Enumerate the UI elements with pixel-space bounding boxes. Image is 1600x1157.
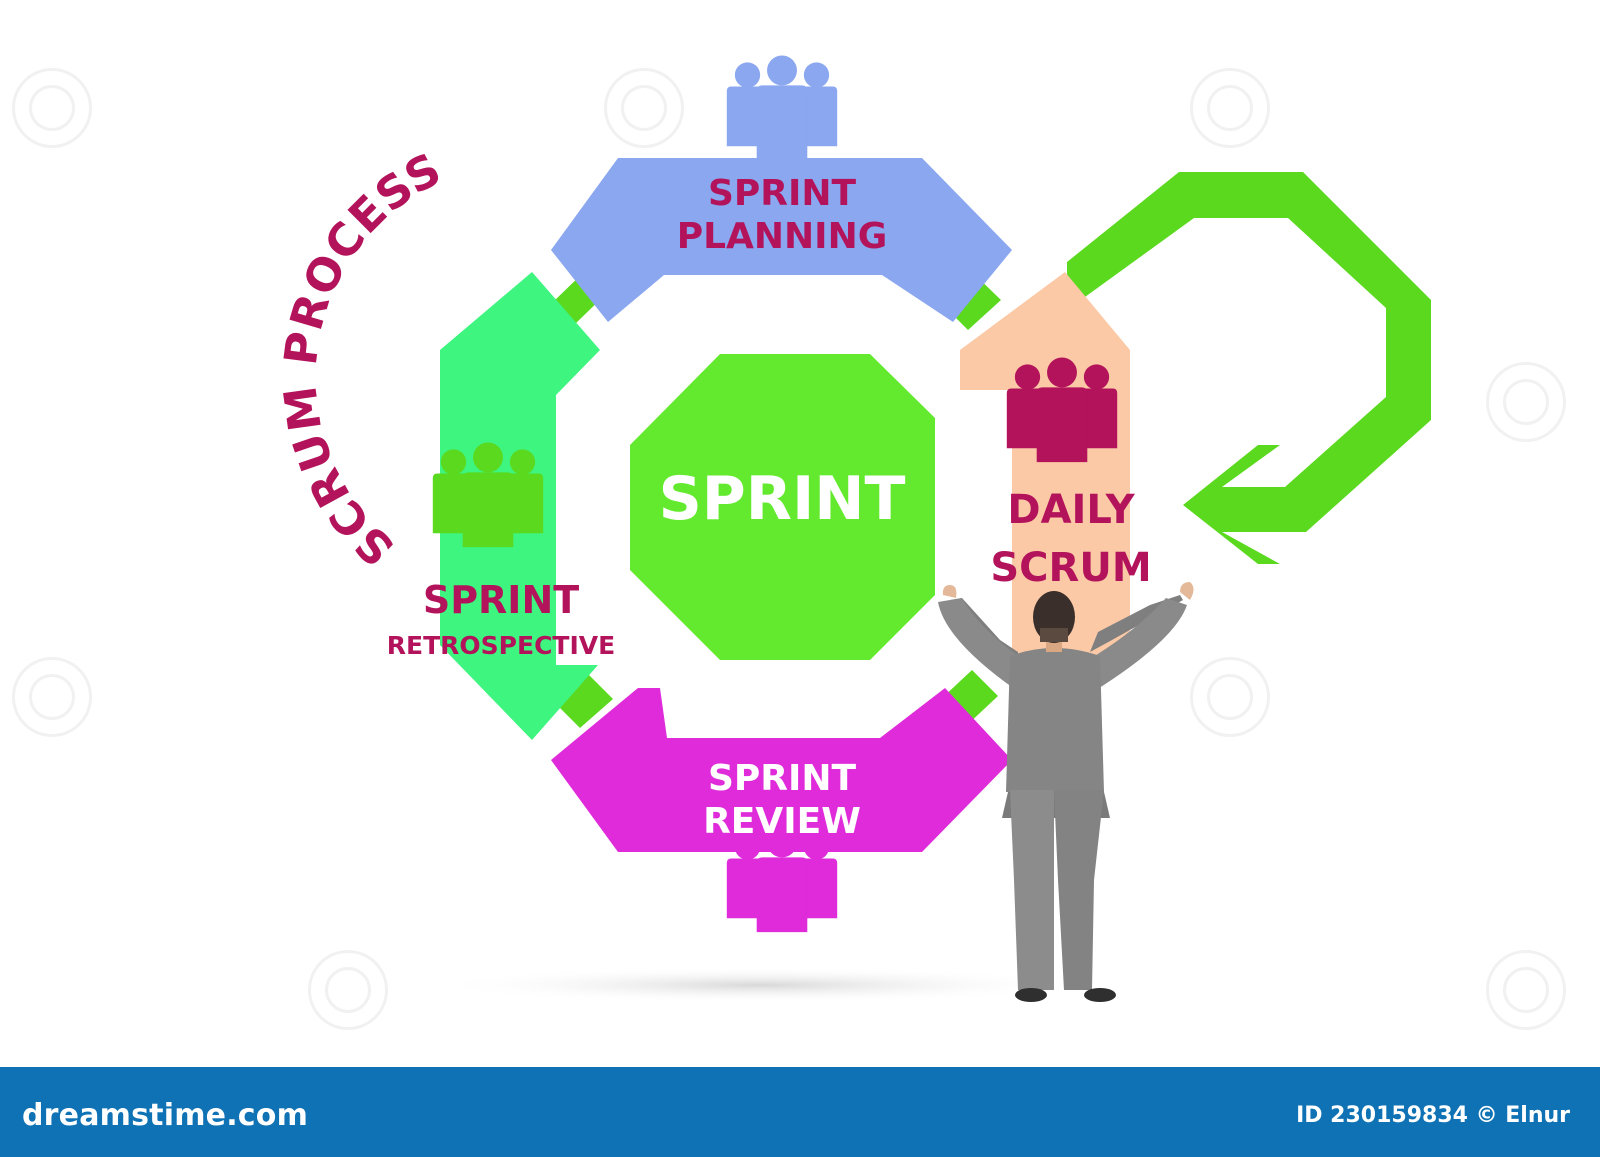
team-icon	[1006, 357, 1118, 463]
center-octagon	[630, 354, 935, 660]
watermark-icon	[1190, 657, 1270, 737]
team-icon	[726, 827, 838, 933]
stage-retrospective-line1: SPRINT	[423, 578, 579, 622]
watermark-icon	[12, 68, 92, 148]
watermark-icon	[1486, 362, 1566, 442]
floor-shadow	[430, 967, 1090, 1003]
stage-daily-line2: SCRUM	[990, 545, 1151, 591]
watermark-icon	[604, 68, 684, 148]
stage-review-line2: REVIEW	[703, 801, 861, 842]
stage-review-shape	[551, 688, 1012, 852]
businessman-figure	[938, 582, 1194, 1002]
watermark-icon	[1190, 68, 1270, 148]
loop-arrow-icon	[1067, 172, 1431, 564]
stage-planning-line2: PLANNING	[677, 216, 888, 257]
stage-planning-line1: SPRINT	[708, 173, 857, 214]
center-label: SPRINT	[659, 464, 906, 534]
svg-text:SCRUM PROCESS: SCRUM PROCESS	[273, 142, 450, 576]
footer-image-id: ID 230159834 © Elnur	[1296, 1103, 1570, 1128]
watermark-icon	[308, 950, 388, 1030]
stage-retrospective-line2: RETROSPECTIVE	[387, 631, 615, 660]
arc-title: SCRUM PROCESS	[273, 142, 449, 576]
stage-daily-line1: DAILY	[1007, 487, 1135, 533]
team-icon	[726, 55, 838, 161]
watermark-icon	[12, 657, 92, 737]
footer-bar	[0, 1067, 1600, 1157]
stage-planning-shape	[551, 158, 1012, 322]
footer-brand[interactable]: dreamstime.com	[22, 1098, 309, 1133]
team-icon	[432, 442, 544, 548]
scrum-diagram: SCRUM PROCESS SPRINT SPRINT PLANNING DAI…	[273, 55, 1431, 1003]
watermark-icon	[1486, 950, 1566, 1030]
stage-daily-shape	[960, 272, 1130, 655]
stage-review-line1: SPRINT	[708, 758, 857, 799]
diagram-canvas: SCRUM PROCESS SPRINT SPRINT PLANNING DAI…	[12, 55, 1566, 1030]
